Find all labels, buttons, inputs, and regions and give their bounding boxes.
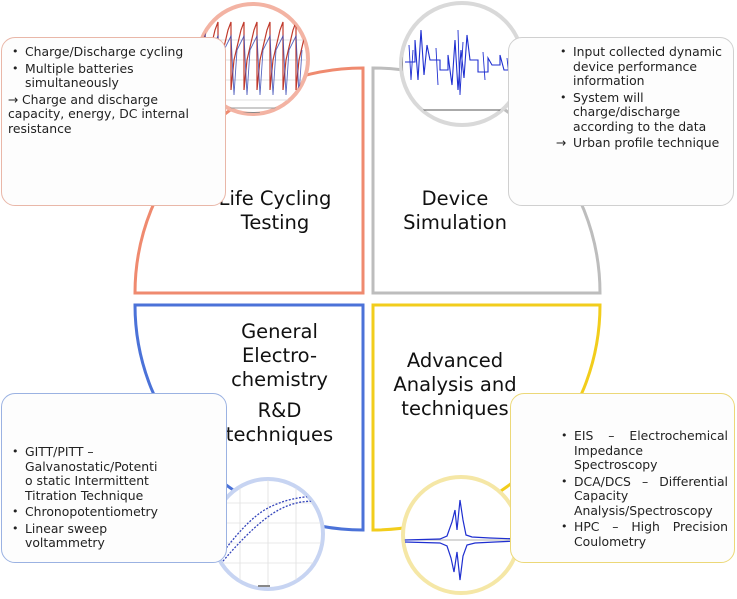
general-electrochemistry-notes: GITT/PITT – Galvanostatic/Potentio stati…	[1, 393, 227, 563]
list-item: DCA/DCS – Differential Capacity Analysis…	[557, 474, 728, 519]
advanced-analysis-notes: EIS – Electrochemical Impedance Spectros…	[510, 393, 735, 563]
result-text: Urban profile technique	[573, 135, 720, 150]
result-item: →Charge and discharge capacity, energy, …	[8, 91, 193, 137]
list-item: System will charge/discharge according t…	[556, 90, 727, 135]
list-item: GITT/PITT – Galvanostatic/Potentio stati…	[8, 444, 163, 503]
dynamic-profile-thumbnail	[399, 1, 525, 127]
list-item: Multiple batteries simultaneously	[8, 61, 219, 91]
result-item: → Urban profile technique	[556, 135, 727, 151]
list-item: EIS – Electrochemical Impedance Spectros…	[557, 428, 728, 473]
list-item: Chronopotentiometry	[8, 504, 163, 520]
list-item: Input collected dynamic device performan…	[556, 44, 727, 89]
result-text: Charge and discharge capacity, energy, D…	[8, 91, 189, 136]
life-cycling-notes: Charge/Discharge cycling Multiple batter…	[1, 37, 226, 206]
list-item: Linear sweep voltammetry	[8, 521, 163, 551]
arrow-right-icon: →	[8, 91, 19, 107]
list-item: Charge/Discharge cycling	[8, 44, 219, 60]
list-item: HPC – High Precision Coulometry	[557, 519, 728, 549]
device-simulation-notes: Input collected dynamic device performan…	[508, 37, 734, 206]
voltammetry-thumbnail	[211, 477, 325, 591]
arrow-right-icon: →	[556, 135, 567, 150]
differential-capacity-thumbnail	[401, 475, 521, 595]
